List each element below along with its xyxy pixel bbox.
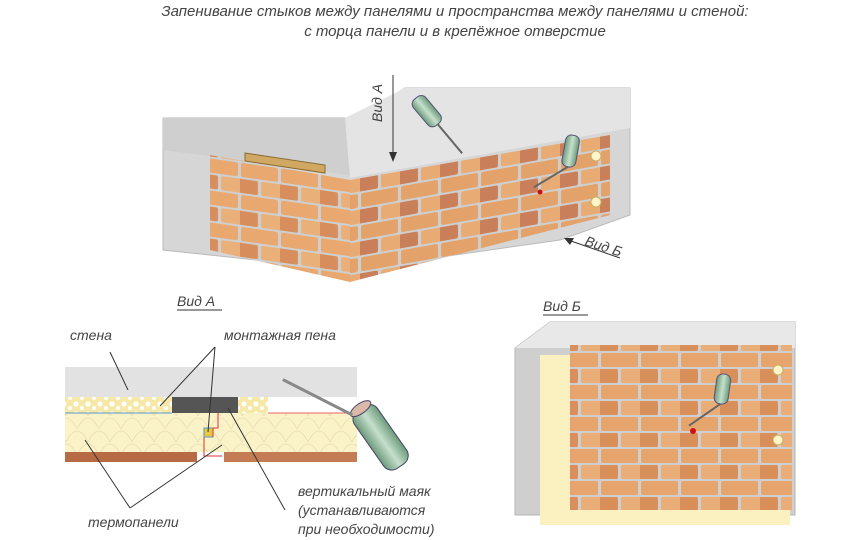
fastener-hole — [772, 434, 784, 446]
fastener-hole — [590, 196, 602, 208]
foam-can-icon — [411, 94, 463, 154]
label-wall: стена — [70, 327, 112, 343]
arrow-view-b — [567, 239, 621, 259]
fastener-hole — [590, 150, 602, 162]
section-b-heading: Вид Б — [543, 298, 581, 314]
foam-can-icon — [282, 378, 409, 471]
label-beacon-3: при необходимости) — [298, 521, 435, 537]
label-beacon-1: вертикальный маяк — [298, 483, 432, 499]
arrow-head-icon — [389, 152, 397, 162]
arrow-head-icon — [564, 238, 574, 245]
panel-facing-left — [65, 452, 197, 462]
beacon-block — [172, 397, 238, 413]
label-beacon-2: (устанавливаются — [298, 502, 426, 518]
label-foam: монтажная пена — [224, 327, 336, 343]
section-a: Вид А стена монтажная пена термопанели в… — [65, 293, 435, 537]
view-b-arrow-label: Вид Б — [583, 233, 624, 260]
panel-facing-right — [224, 452, 357, 462]
label-panels: термопанели — [88, 514, 179, 530]
title-line-2: с торца панели и в крепёжное отверстие — [304, 23, 606, 40]
section-a-heading: Вид А — [177, 293, 215, 309]
foam-can-icon — [688, 373, 732, 427]
injection-point — [690, 428, 696, 434]
foam-layer — [238, 397, 268, 413]
injection-point — [537, 189, 543, 195]
panel-bricks — [570, 345, 792, 510]
section-b: Вид Б — [514, 298, 796, 525]
bricks-left — [210, 155, 350, 282]
foam-can-icon — [533, 134, 580, 189]
wall-left-face — [163, 118, 350, 175]
main-wall-view: Вид А Вид Б — [162, 75, 631, 282]
foam-layer — [65, 397, 172, 413]
level-tool — [244, 152, 326, 174]
view-a-arrow-label: Вид А — [369, 84, 385, 122]
title-line-1: Запенивание стыков между панелями и прос… — [161, 3, 748, 20]
fastener-hole — [772, 364, 784, 376]
bricks-right — [350, 135, 610, 282]
